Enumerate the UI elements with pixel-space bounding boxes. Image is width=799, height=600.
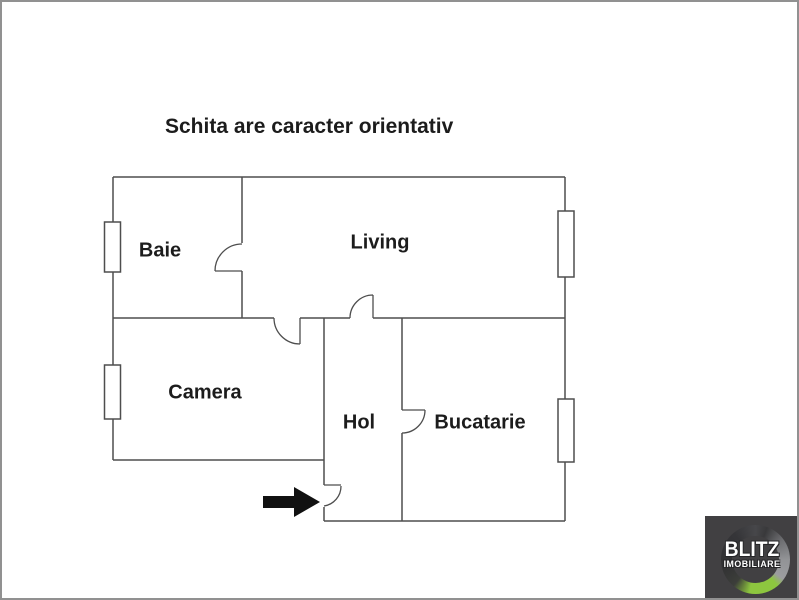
doors	[214, 243, 426, 507]
logo-brand-text: BLITZ	[724, 538, 780, 561]
window-living	[557, 210, 575, 278]
disclaimer-text: Schita are caracter orientativ	[165, 115, 454, 138]
window-camera	[103, 364, 122, 420]
brand-logo: BLITZ IMOBILIARE	[705, 516, 797, 598]
window-baie	[103, 221, 122, 273]
room-label-bucatarie: Bucatarie	[434, 411, 526, 434]
room-label-living: Living	[350, 231, 410, 254]
room-label-baie: Baie	[138, 239, 182, 262]
door-baie	[214, 243, 243, 272]
door-camera	[273, 317, 301, 345]
logo-tagline-text: IMOBILIARE	[723, 559, 781, 569]
room-label-hol: Hol	[342, 411, 376, 434]
door-entrance	[323, 484, 342, 507]
entrance-arrow-icon	[263, 487, 320, 517]
door-living	[349, 294, 374, 319]
room-label-camera: Camera	[168, 381, 242, 404]
windows	[103, 210, 575, 463]
logo-ring-inner	[732, 536, 779, 583]
door-bucatarie	[401, 409, 426, 434]
walls	[112, 176, 566, 522]
window-bucatarie	[557, 398, 575, 463]
